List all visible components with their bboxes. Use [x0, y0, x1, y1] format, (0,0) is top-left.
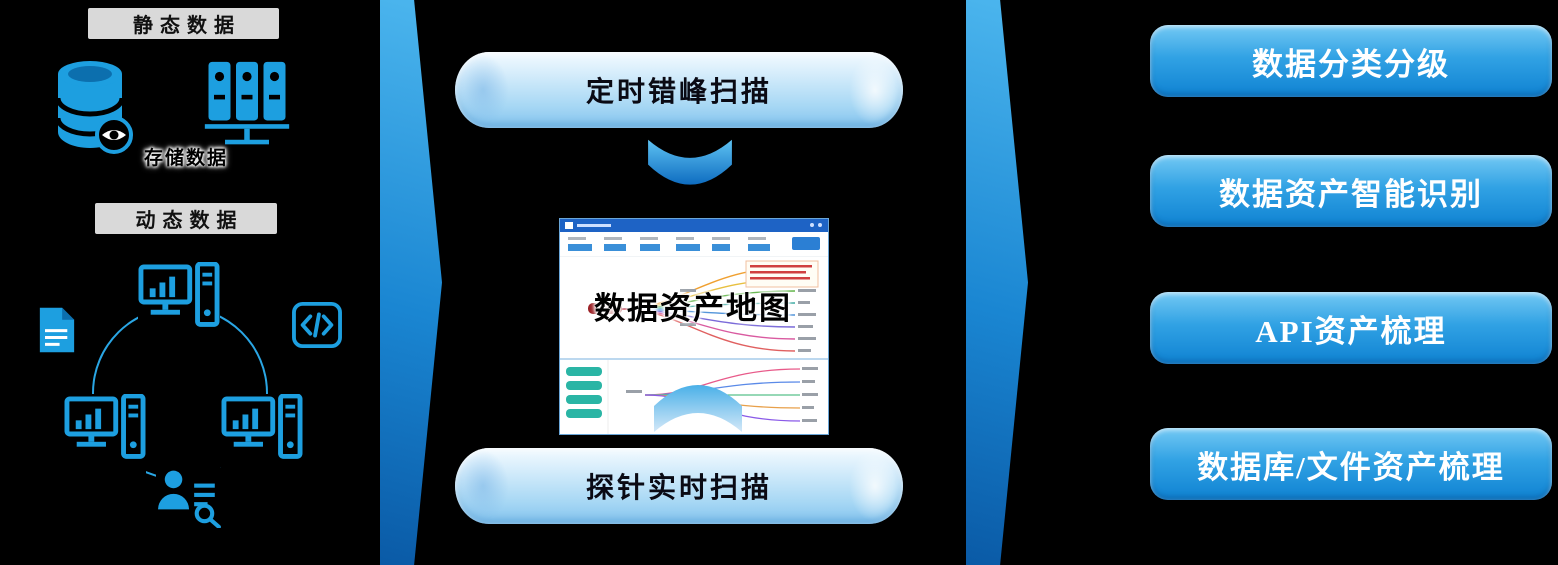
- workstation-icon: [138, 262, 220, 342]
- screenshot-titlebar: [560, 219, 828, 232]
- screenshot-toolbar: [560, 232, 828, 258]
- screenshot-map-graph: [560, 257, 828, 359]
- person-search-icon: [156, 468, 222, 528]
- asset-map-screenshot: [559, 218, 829, 435]
- workstation-icon: [221, 394, 303, 474]
- arrow-down-icon: [640, 136, 740, 216]
- binders-icon: [203, 60, 291, 148]
- flow-arrow-separator: [380, 0, 442, 565]
- capability-box-smart-identify: 数据资产智能识别: [1150, 155, 1552, 227]
- probe-scan-label: 探针实时扫描: [585, 473, 772, 504]
- storage-data-caption: 存储数据: [143, 148, 228, 169]
- capability-box-db-file-assets: 数据库/文件资产梳理: [1150, 428, 1552, 500]
- database-icon: [52, 56, 136, 156]
- code-icon: [291, 301, 343, 349]
- scheduled-scan-label: 定时错峰扫描: [585, 77, 772, 108]
- scheduled-scan-pipe: 定时错峰扫描: [455, 52, 903, 128]
- static-data-tag: 静态数据: [88, 8, 279, 39]
- capability-box-classification: 数据分类分级: [1150, 25, 1552, 97]
- flow-arrow-separator: [966, 0, 1028, 565]
- screenshot-lower-panel: [560, 358, 828, 434]
- capability-box-api-assets: API资产梳理: [1150, 292, 1552, 364]
- asset-map-title: 数据资产地图: [594, 291, 792, 326]
- eye-icon: [95, 116, 133, 154]
- workstation-icon: [64, 394, 146, 474]
- arrow-up-icon: [648, 350, 748, 438]
- document-icon: [36, 306, 78, 354]
- probe-scan-pipe: 探针实时扫描: [455, 448, 903, 524]
- dynamic-data-tag: 动态数据: [95, 203, 277, 234]
